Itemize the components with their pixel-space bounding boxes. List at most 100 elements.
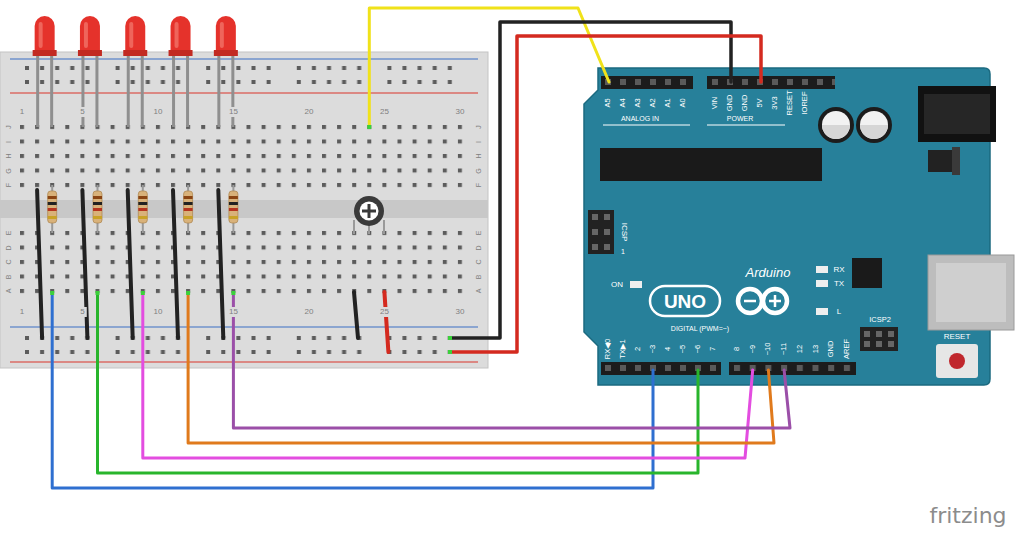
icsp-header [588, 210, 614, 254]
rail-line [10, 361, 478, 362]
resistor-symbol [184, 185, 193, 233]
pin-label: A5 [604, 98, 612, 107]
led-label: RX [833, 266, 844, 274]
header-label: ICSP [620, 223, 628, 242]
rail-line [10, 92, 478, 93]
column-number: 5 [78, 107, 86, 117]
pin-label: RESET [786, 90, 794, 115]
column-number: 15 [227, 307, 240, 317]
potentiometer [354, 196, 384, 234]
pin-label: TX▶1 [619, 339, 627, 359]
capacitor [856, 107, 892, 143]
row-letter: C [475, 259, 482, 264]
column-number: 10 [151, 307, 164, 317]
column-number: 30 [453, 107, 466, 117]
pin-label: ~10 [765, 343, 773, 356]
row-letter: J [5, 125, 12, 129]
row-letter: J [475, 125, 482, 129]
resistor-symbol [138, 185, 147, 233]
capacitor [818, 107, 854, 143]
usb-connector [928, 255, 1014, 330]
row-letter: E [475, 231, 482, 236]
uno-logo [650, 286, 720, 316]
pin-label: ~11 [780, 343, 788, 355]
resistor-symbol [48, 185, 57, 233]
pin-label: ~6 [694, 345, 702, 354]
column-number: 30 [453, 307, 466, 317]
pin-label: ~5 [679, 345, 687, 354]
header-label: ICSP2 [869, 316, 891, 324]
jumper-wire [37, 190, 42, 338]
icsp-header [860, 327, 898, 351]
voltage-regulator [928, 150, 952, 172]
column-number: 1 [18, 307, 26, 317]
header-label: DIGITAL (PWM=~) [671, 325, 729, 332]
pin-label: A2 [649, 98, 657, 107]
brand-name: Arduino [746, 266, 791, 279]
jumper-wire [384, 292, 388, 352]
status-led [816, 308, 828, 315]
row-letter: H [5, 153, 12, 158]
pin-label: 4 [664, 347, 672, 351]
jumper-wire [173, 190, 178, 338]
silkscreen-line [603, 125, 690, 126]
pin-label: VIN [711, 97, 719, 110]
row-letter: B [5, 274, 12, 279]
microcontroller-chip [600, 148, 822, 181]
column-number: 15 [227, 107, 240, 117]
column-number: 20 [302, 107, 315, 117]
rail-line [10, 58, 478, 59]
jumper-wire [128, 190, 133, 338]
jumper-wire [369, 8, 609, 127]
led-label: TX [834, 280, 844, 288]
jumper-wire [233, 293, 790, 428]
pin-label: A4 [619, 98, 627, 107]
signal-wires [52, 8, 790, 488]
row-letter: A [475, 289, 482, 294]
row-letter: I [475, 141, 482, 143]
rail-line [10, 326, 478, 327]
arduino-board [584, 68, 1014, 385]
arduino-logo [738, 289, 787, 313]
board-name: UNO [664, 292, 706, 311]
row-letter: D [5, 245, 12, 250]
row-letter: I [5, 141, 12, 143]
resistor-group [48, 185, 238, 233]
jumper-wire [188, 293, 774, 443]
jumper-wire [354, 292, 358, 338]
pin-header [729, 362, 856, 375]
led-symbol [123, 16, 147, 127]
breadboard [0, 52, 488, 368]
breadboard-body [0, 52, 488, 368]
pin-label: 8 [733, 347, 741, 351]
led-label: L [837, 308, 841, 316]
pin-label: RX◀0 [604, 339, 612, 359]
pin-label: GND [827, 341, 835, 358]
row-letter: D [475, 245, 482, 250]
row-letter: E [5, 231, 12, 236]
reset-button [936, 344, 978, 378]
pin-header [707, 76, 835, 89]
column-number: 25 [378, 307, 391, 317]
status-led [630, 281, 642, 288]
pin-label: 12 [796, 345, 804, 353]
pin-label: GND [726, 95, 734, 112]
led-symbol [33, 16, 57, 127]
pin-label: 3V3 [771, 96, 779, 109]
pin-label: IOREF [801, 92, 809, 115]
pin-label: A0 [679, 98, 687, 107]
pin-label: GND [741, 95, 749, 112]
column-number: 5 [78, 307, 86, 317]
status-led [816, 280, 828, 287]
watermark: fritzing [929, 505, 1006, 527]
ground-wires [37, 190, 223, 338]
power-jack [918, 86, 996, 142]
silkscreen-line [707, 125, 785, 126]
board-outline [584, 68, 990, 385]
pin-label: 13 [812, 345, 820, 353]
breadboard-holes [20, 125, 464, 189]
pin-number: 1 [621, 248, 625, 255]
header-label: ANALOG IN [621, 115, 659, 122]
pin-label: 5V [756, 98, 764, 107]
